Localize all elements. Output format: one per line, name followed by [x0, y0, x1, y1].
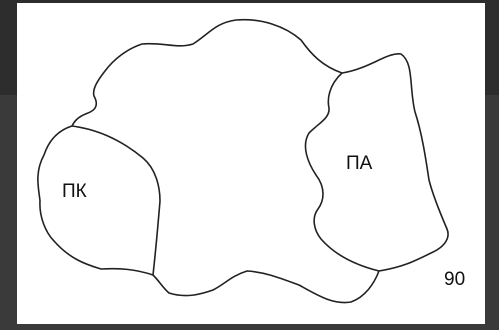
region-diagram: ПК ПА 90	[17, 3, 485, 324]
right-region-label: ПА	[346, 153, 373, 174]
outer-boundary	[38, 20, 448, 303]
left-region-label: ПК	[62, 181, 87, 202]
diagram-canvas: ПК ПА 90	[17, 3, 485, 324]
page-number: 90	[444, 269, 465, 290]
